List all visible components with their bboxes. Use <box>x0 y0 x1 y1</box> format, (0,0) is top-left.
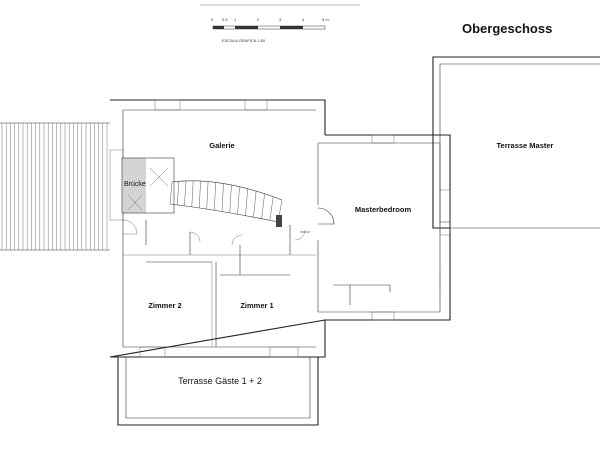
room-label-zimmer-2: Zimmer 2 <box>148 301 181 310</box>
stair-steps <box>169 180 283 223</box>
stair-edge-lower <box>169 203 279 223</box>
stair-tread <box>253 191 257 218</box>
scale-caption: ESCALA GRAFICA 1:50 <box>222 38 266 43</box>
curved-stair <box>169 180 283 227</box>
bruecke-cross <box>149 167 169 187</box>
window <box>109 149 124 221</box>
scale-bar-segment <box>235 26 258 29</box>
scale-tick-label: 2 <box>257 17 260 22</box>
stair-tread <box>184 180 187 206</box>
stair-tread <box>191 180 194 207</box>
master-block-inner-wall <box>318 142 441 313</box>
interior-walls <box>122 207 441 347</box>
room-label-masterbedroom: Masterbedroom <box>355 205 412 214</box>
stair-tread <box>221 183 224 212</box>
stair-edge-upper <box>171 180 283 201</box>
stair-tread <box>176 181 180 205</box>
plan-title: Obergeschoss <box>462 21 552 36</box>
room-label-galerie: Galerie <box>209 141 234 150</box>
bruecke-cross <box>127 194 143 211</box>
window <box>269 346 299 358</box>
scale-bar: 0 0.5 1 2 3 4 5 m. ESCALA GRAFICA 1:50 <box>211 17 330 43</box>
scale-tick-label: 1 <box>234 17 237 22</box>
stair-tread <box>229 184 232 213</box>
stair-tread <box>269 196 274 221</box>
stair-tread <box>261 193 265 219</box>
stair-tread <box>245 188 248 216</box>
stair-tread <box>198 180 201 208</box>
scale-tick-label: 0.5 <box>222 17 228 22</box>
window <box>244 99 268 111</box>
door-swing <box>231 234 243 246</box>
bruecke-outline <box>121 157 175 214</box>
door-swing <box>189 231 201 243</box>
main-block-outer-wall <box>109 99 326 358</box>
room-label-zimmer-1: Zimmer 1 <box>240 301 273 310</box>
scale-bar-segment <box>213 26 224 29</box>
building-walls <box>109 99 451 358</box>
stair-tread <box>206 181 209 210</box>
terrace-outer-wall <box>432 56 600 229</box>
room-label-bruecke: Brücke <box>124 181 146 188</box>
wooden-deck-hatch <box>1 123 108 250</box>
window <box>154 99 181 111</box>
scale-tick-label: 3 <box>279 17 282 22</box>
stair-tread <box>169 181 173 205</box>
window <box>139 346 166 358</box>
scale-tick-label: 4 <box>302 17 305 22</box>
stair-tread <box>214 182 216 211</box>
bruecke-area: Brücke <box>121 157 175 214</box>
guest-terrace-inner-wall <box>125 357 311 419</box>
door-swing-master <box>317 207 335 225</box>
window <box>439 189 451 236</box>
scale-tick-label: 0 <box>211 17 214 22</box>
stair-tread <box>237 186 240 215</box>
door-swing <box>122 219 138 235</box>
door-swing <box>294 229 306 241</box>
window <box>371 134 395 144</box>
guest-terrace-outer-wall <box>117 357 319 426</box>
master-block-outer-wall <box>325 134 451 321</box>
scale-bar-outline <box>212 25 326 30</box>
room-label-terrasse-master: Terrasse Master <box>497 141 554 150</box>
window <box>371 311 395 321</box>
scale-tick-label: 5 m. <box>322 17 330 22</box>
scale-bar-segment <box>280 26 303 29</box>
terrasse-gaeste-area <box>117 357 319 426</box>
room-label-terrasse-gaeste: Terrasse Gäste 1 + 2 <box>178 376 262 386</box>
stair-post <box>276 215 282 227</box>
